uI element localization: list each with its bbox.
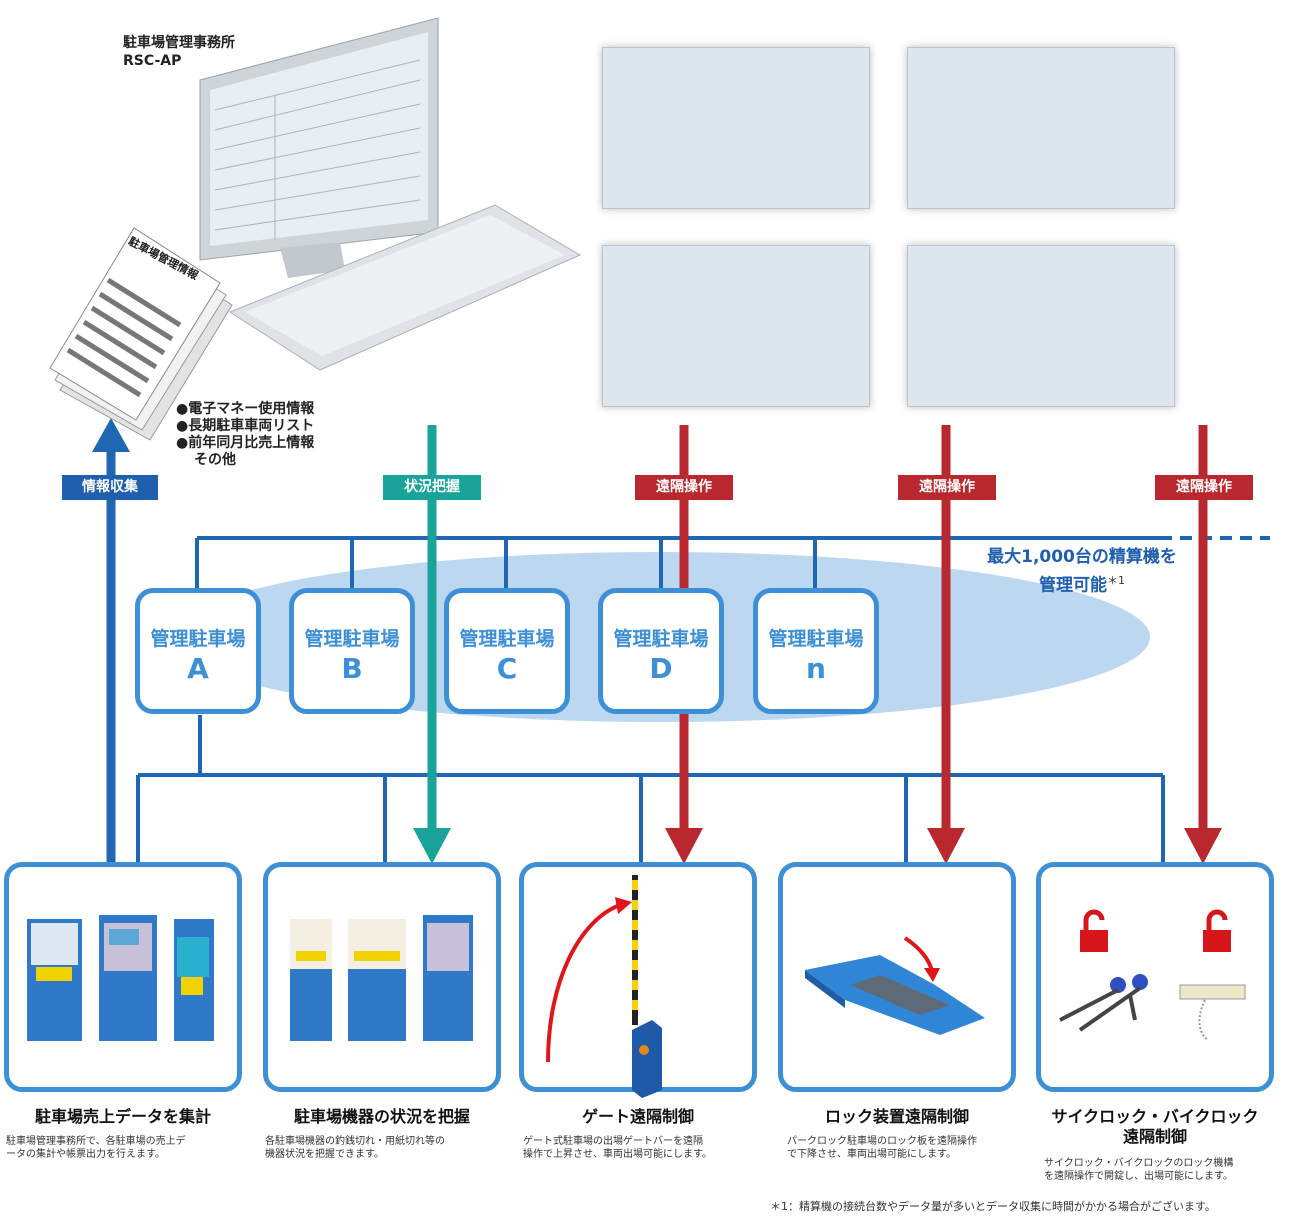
info-list: ●電子マネー使用情報 ●長期駐車車両リスト ●前年同月比売上情報 その他 bbox=[176, 401, 314, 469]
office-computer bbox=[199, 17, 582, 371]
feature-title-cycle-line2: 遠隔制御 bbox=[1122, 1127, 1187, 1146]
feature-title-cycle: サイクロック・バイクロック 遠隔制御 bbox=[1026, 1107, 1284, 1147]
info-item: その他 bbox=[194, 452, 236, 468]
feature-box-sales bbox=[4, 862, 242, 1092]
lot-n: 管理駐車場 n bbox=[753, 588, 879, 714]
feature-desc-cycle: サイクロック・バイクロックのロック機構 を遠隔操作で開錠し、出場可能にします。 bbox=[1044, 1157, 1284, 1183]
office-title-line1: 駐車場管理事務所 bbox=[123, 35, 235, 51]
info-item: ●長期駐車車両リスト bbox=[176, 418, 315, 434]
feature-title-gate: ゲート遠隔制御 bbox=[581, 1107, 694, 1126]
cycle-lock-illustration-front bbox=[1059, 909, 1246, 1041]
gate-illustration-front bbox=[546, 875, 662, 1098]
feature-title-lock: ロック装置遠隔制御 bbox=[824, 1107, 969, 1126]
tag-remote-lock: 遠隔操作 bbox=[898, 475, 996, 500]
feature-title-sales: 駐車場売上データを集計 bbox=[34, 1107, 211, 1126]
feature-desc-line: 機器状況を把握できます。 bbox=[265, 1149, 384, 1160]
lot-label: 管理駐車場 bbox=[304, 628, 400, 650]
lot-b: 管理駐車場 B bbox=[289, 588, 415, 714]
upper-network-lines bbox=[195, 536, 1160, 590]
feature-desc-line: 各駐車場機器の釣銭切れ・用紙切れ等の bbox=[265, 1136, 445, 1147]
capacity-note-line2: 管理可能 bbox=[1039, 575, 1107, 596]
lower-network-lines bbox=[136, 715, 1165, 862]
remote-screen-1 bbox=[602, 47, 870, 209]
feature-desc-line: を遠隔操作で開錠し、出場可能にします。 bbox=[1044, 1171, 1233, 1182]
feature-desc-line: サイクロック・バイクロックのロック機構 bbox=[1044, 1158, 1234, 1169]
lot-label: 管理駐車場 bbox=[459, 628, 555, 650]
feature-title-cycle-line1: サイクロック・バイクロック bbox=[1051, 1107, 1259, 1126]
feature-desc-line: 駐車場管理事務所で、各駐車場の売上デ bbox=[6, 1136, 186, 1147]
tag-remote-cycle: 遠隔操作 bbox=[1155, 475, 1253, 500]
lot-c: 管理駐車場 C bbox=[444, 588, 570, 714]
payment-machines-illustration bbox=[27, 915, 214, 1041]
remote-screen-3 bbox=[602, 245, 870, 407]
lot-a: 管理駐車場 A bbox=[135, 588, 261, 714]
tag-collect: 情報収集 bbox=[62, 475, 158, 500]
capacity-note-line1: 最大1,000台の精算機を bbox=[987, 547, 1177, 567]
feature-desc-line: で下降させ、車両出場可能にします。 bbox=[787, 1149, 956, 1160]
lock-plate-illustration-front bbox=[805, 936, 985, 1035]
lot-id: A bbox=[187, 652, 209, 685]
tag-status: 状況把握 bbox=[383, 475, 481, 500]
lot-id: n bbox=[806, 652, 826, 685]
feature-desc-line: パークロック駐車場のロック板を遠隔操作 bbox=[787, 1136, 977, 1147]
office-title-line2: RSC-AP bbox=[123, 53, 182, 69]
info-item: ●前年同月比売上情報 bbox=[176, 435, 315, 451]
feature-title-status: 駐車場機器の状況を把握 bbox=[293, 1107, 470, 1126]
capacity-note-mark: ＊1 bbox=[1107, 574, 1125, 587]
feature-box-cycle bbox=[1036, 862, 1274, 1092]
info-item: ●電子マネー使用情報 bbox=[176, 401, 315, 417]
lot-label: 管理駐車場 bbox=[150, 628, 246, 650]
office-title: 駐車場管理事務所 RSC-AP bbox=[123, 34, 235, 70]
feature-desc-gate: ゲート式駐車場の出場ゲートバーを遠隔 操作で上昇させ、車両出場可能にします。 bbox=[523, 1135, 763, 1161]
lot-id: B bbox=[341, 652, 363, 685]
feature-desc-status: 各駐車場機器の釣銭切れ・用紙切れ等の 機器状況を把握できます。 bbox=[265, 1135, 505, 1161]
tag-remote-gate: 遠隔操作 bbox=[635, 475, 733, 500]
feature-desc-sales: 駐車場管理事務所で、各駐車場の売上デ ータの集計や帳票出力を行えます。 bbox=[6, 1135, 246, 1161]
lot-label: 管理駐車場 bbox=[768, 628, 864, 650]
remote-screen-4 bbox=[907, 245, 1175, 407]
feature-box-status bbox=[263, 862, 501, 1092]
feature-desc-lock: パークロック駐車場のロック板を遠隔操作 で下降させ、車両出場可能にします。 bbox=[787, 1135, 1027, 1161]
equipment-illustration bbox=[290, 915, 473, 1041]
footnote: ＊1：精算機の接続台数やデータ量が多いとデータ収集に時間がかかる場合がございます… bbox=[770, 1200, 1216, 1213]
lot-label: 管理駐車場 bbox=[613, 628, 709, 650]
report-documents bbox=[49, 227, 233, 441]
capacity-note: 最大1,000台の精算機を 管理可能＊1 bbox=[957, 545, 1207, 598]
lot-d: 管理駐車場 D bbox=[598, 588, 724, 714]
feature-desc-line: ータの集計や帳票出力を行えます。 bbox=[6, 1149, 165, 1160]
lot-id: C bbox=[496, 652, 518, 685]
lot-id: D bbox=[649, 652, 673, 685]
feature-desc-line: 操作で上昇させ、車両出場可能にします。 bbox=[523, 1149, 712, 1160]
feature-desc-line: ゲート式駐車場の出場ゲートバーを遠隔 bbox=[523, 1136, 703, 1147]
remote-screen-2 bbox=[907, 47, 1175, 209]
collect-arrow bbox=[92, 418, 130, 862]
